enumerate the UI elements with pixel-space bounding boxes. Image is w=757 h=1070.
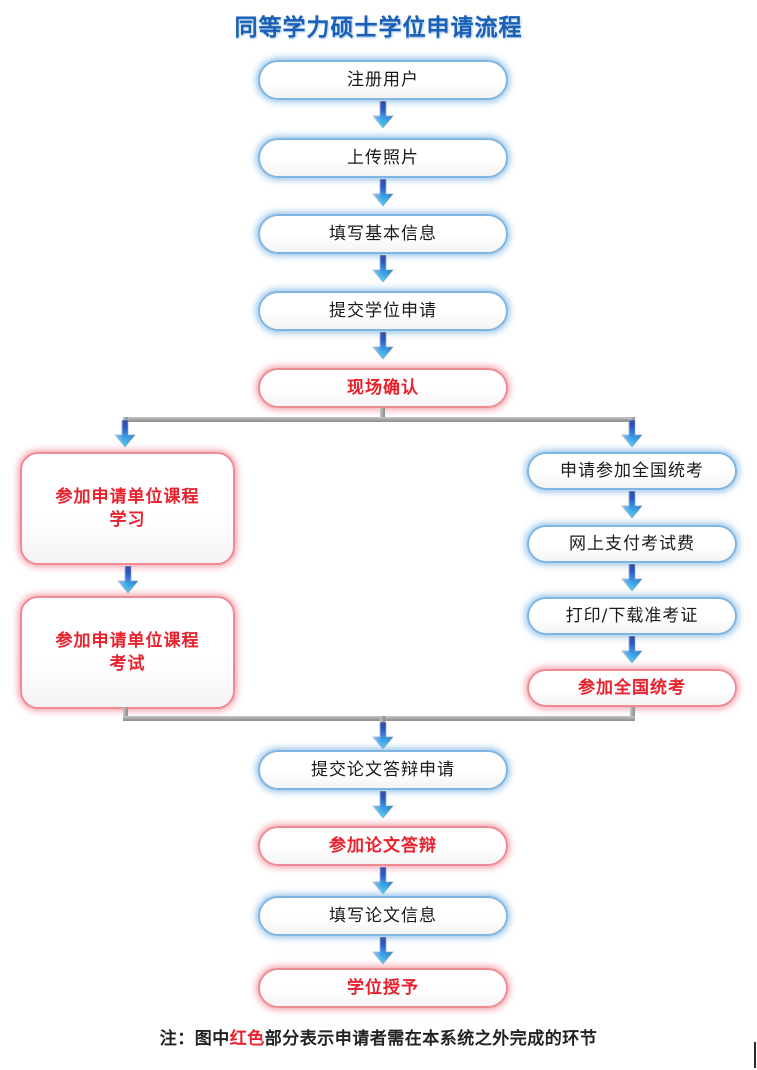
down-arrow-icon (117, 566, 139, 594)
down-arrow-icon (621, 420, 643, 448)
node-label: 提交学位申请 (329, 300, 437, 321)
down-arrow-icon (114, 420, 136, 448)
node-label-line2: 考试 (109, 653, 146, 674)
node-register[interactable]: 注册用户 (258, 60, 508, 100)
merge-bar (123, 716, 635, 721)
down-arrow-icon (372, 179, 394, 207)
node-attend-unit-course-exam[interactable]: 参加申请单位课程 考试 (20, 596, 235, 709)
down-arrow-icon (621, 564, 643, 592)
node-submit-degree-application[interactable]: 提交学位申请 (258, 291, 508, 331)
node-label: 学位授予 (347, 977, 419, 998)
node-degree-awarded[interactable]: 学位授予 (258, 968, 508, 1008)
node-label: 申请参加全国统考 (560, 460, 704, 481)
split-stem (380, 408, 385, 420)
down-arrow-icon (372, 867, 394, 895)
node-apply-national-exam[interactable]: 申请参加全国统考 (527, 452, 737, 490)
node-fill-thesis-info[interactable]: 填写论文信息 (258, 896, 508, 936)
node-label: 打印/下载准考证 (565, 605, 699, 626)
down-arrow-icon (372, 101, 394, 129)
legend-highlight: 红色 (229, 1029, 265, 1049)
down-arrow-icon (372, 255, 394, 283)
node-label: 参加论文答辩 (329, 835, 437, 856)
merge-left-riser (123, 707, 128, 721)
node-submit-thesis-defense-application[interactable]: 提交论文答辩申请 (258, 750, 508, 790)
legend-prefix: 注：图中 (159, 1029, 230, 1049)
node-label: 网上支付考试费 (569, 533, 695, 554)
down-arrow-icon (372, 937, 394, 965)
node-pay-exam-fee-online[interactable]: 网上支付考试费 (527, 525, 737, 563)
node-label: 填写基本信息 (329, 223, 437, 244)
node-onsite-confirmation[interactable]: 现场确认 (258, 368, 508, 408)
down-arrow-icon (621, 636, 643, 664)
legend-note: 注：图中红色部分表示申请者需在本系统之外完成的环节 (0, 1024, 757, 1049)
node-label: 现场确认 (347, 377, 419, 398)
node-label: 填写论文信息 (329, 905, 437, 926)
node-take-national-exam[interactable]: 参加全国统考 (527, 669, 737, 707)
node-label-line2: 学习 (109, 509, 146, 530)
node-attend-thesis-defense[interactable]: 参加论文答辩 (258, 826, 508, 866)
node-label: 上传照片 (347, 147, 419, 168)
page-title: 同等学力硕士学位申请流程 (234, 15, 523, 41)
node-attend-unit-course-study[interactable]: 参加申请单位课程 学习 (20, 452, 235, 565)
node-label: 注册用户 (347, 69, 419, 90)
node-print-admission-ticket[interactable]: 打印/下载准考证 (527, 597, 737, 635)
node-fill-basic-info[interactable]: 填写基本信息 (258, 214, 508, 254)
node-label: 参加全国统考 (578, 677, 686, 698)
node-upload-photo[interactable]: 上传照片 (258, 138, 508, 178)
page-edge-tick (754, 1042, 756, 1068)
down-arrow-icon (372, 791, 394, 819)
split-bar (123, 417, 635, 422)
merge-right-riser (630, 707, 635, 721)
node-label-line1: 参加申请单位课程 (55, 486, 200, 507)
node-label: 提交论文答辩申请 (311, 759, 455, 780)
down-arrow-icon (621, 491, 643, 519)
down-arrow-icon (372, 722, 394, 750)
legend-suffix: 部分表示申请者需在本系统之外完成的环节 (264, 1029, 598, 1049)
down-arrow-icon (372, 332, 394, 360)
node-label-line1: 参加申请单位课程 (55, 630, 200, 651)
